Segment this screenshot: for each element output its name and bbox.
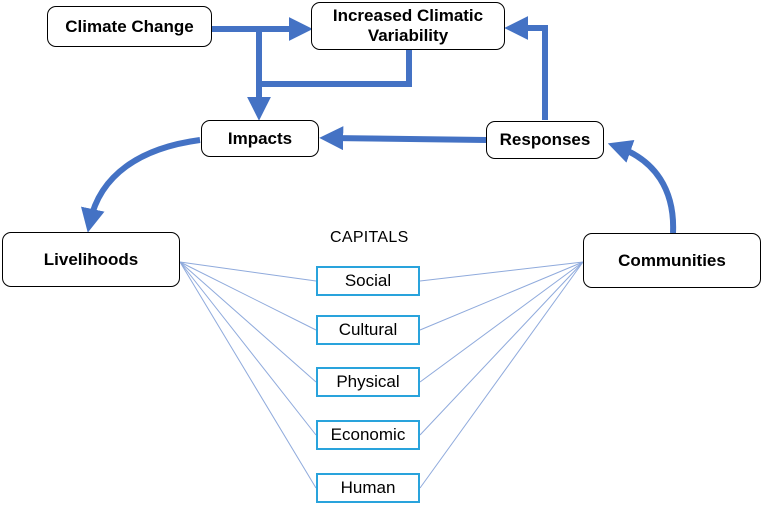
capital-physical: Physical xyxy=(316,367,420,397)
capital-cultural: Cultural xyxy=(316,315,420,345)
flow-arrows xyxy=(81,16,677,234)
capitals-title: CAPITALS xyxy=(330,229,409,246)
line-variability-loop xyxy=(259,50,412,87)
node-responses: Responses xyxy=(486,121,604,159)
arrow-responses-to-variability xyxy=(504,16,548,120)
capital-social: Social xyxy=(316,266,420,296)
node-climate-change: Climate Change xyxy=(47,6,212,47)
arrow-communities-to-responses xyxy=(607,140,677,234)
arrow-responses-to-impacts xyxy=(319,126,487,151)
livelihoods-connectors xyxy=(179,261,317,489)
node-impacts: Impacts xyxy=(201,120,319,157)
capital-human: Human xyxy=(316,473,420,503)
node-communities: Communities xyxy=(583,233,761,288)
node-increased-climatic-variability: Increased Climatic Variability xyxy=(311,2,505,50)
capital-economic: Economic xyxy=(316,420,420,450)
communities-connectors xyxy=(419,261,584,489)
arrow-impacts-to-livelihoods xyxy=(81,137,201,233)
node-livelihoods: Livelihoods xyxy=(2,232,180,287)
